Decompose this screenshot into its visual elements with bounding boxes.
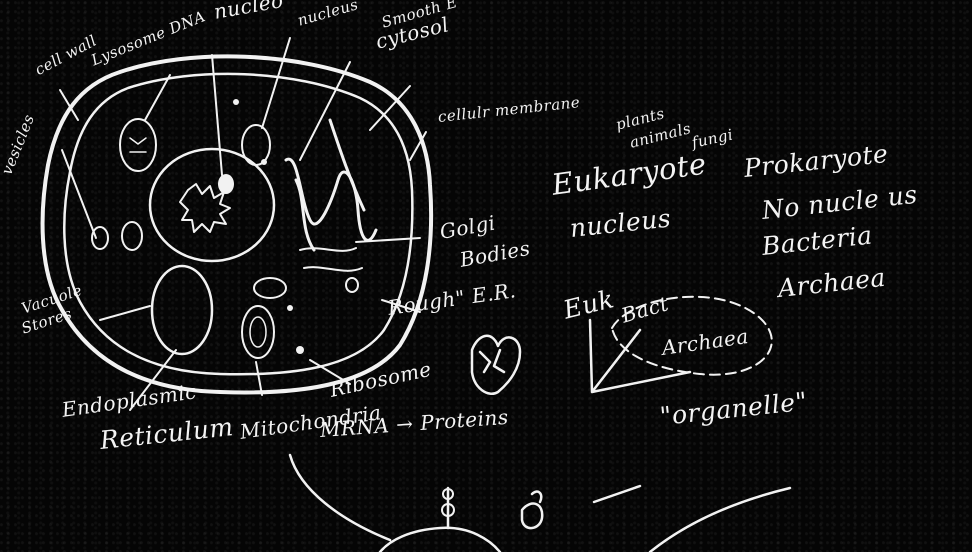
lysosome-shape [120, 119, 156, 171]
vacuole-shape [152, 266, 212, 354]
ribosome-sketch [472, 336, 520, 394]
nucleolus-shape [218, 174, 234, 194]
smooth-er-shape [286, 159, 376, 240]
bottom-cell-sketch [290, 455, 500, 552]
mitochondrion-shape [242, 306, 274, 358]
